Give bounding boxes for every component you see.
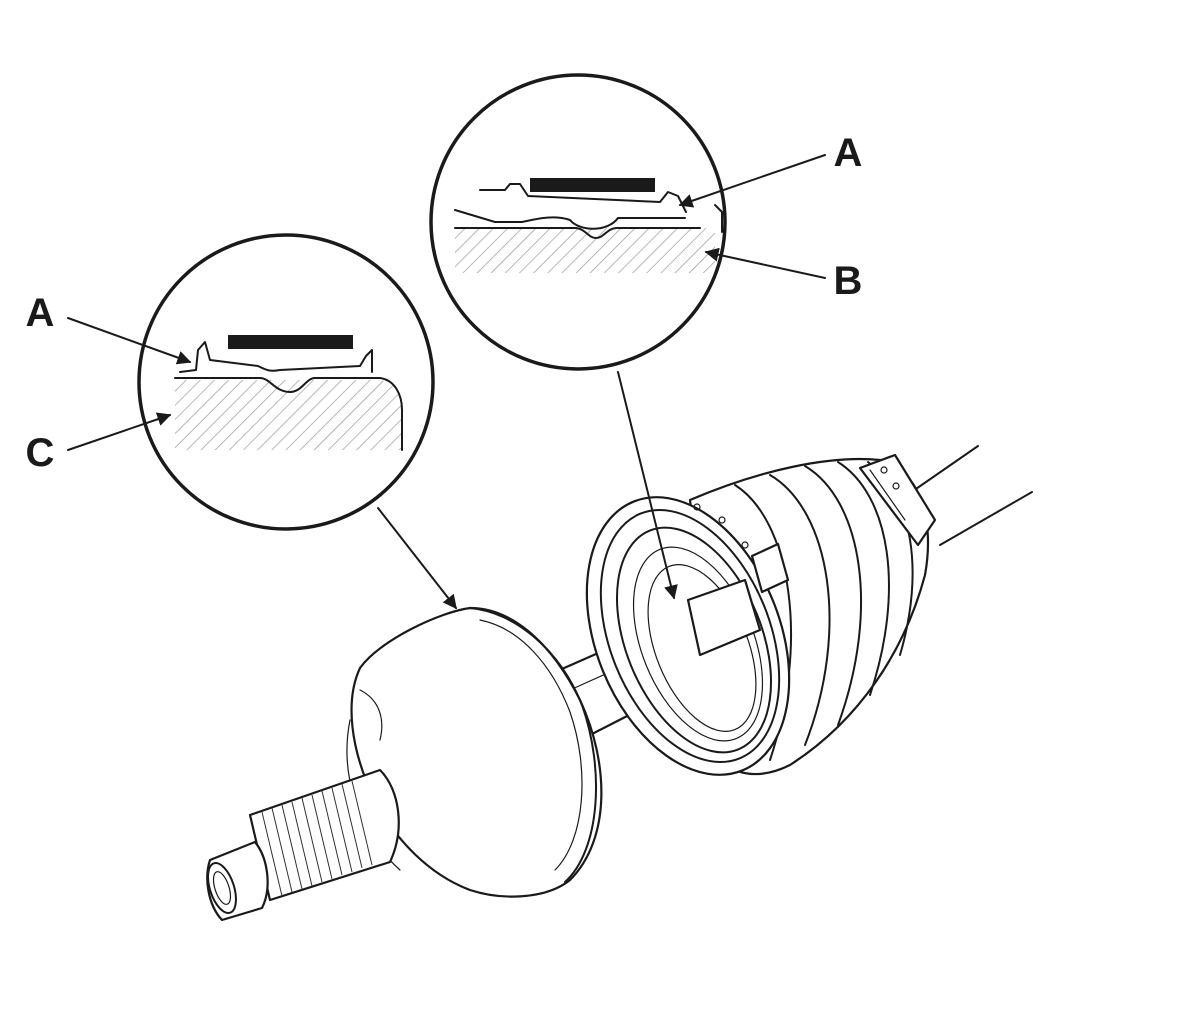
housing-section-hatched (175, 380, 402, 450)
callout-label-b: B (834, 259, 863, 303)
boot-large-end-with-clamp (585, 496, 791, 776)
pointer-top-to-boot-end (617, 371, 678, 600)
shaft-section-hatched (455, 228, 715, 273)
leader-top-a (678, 154, 826, 208)
splined-stub-shaft (206, 768, 400, 922)
leader-top-b (704, 247, 826, 279)
callout-label-a-left: A (26, 291, 55, 335)
cv-joint-housing (346, 606, 603, 898)
callout-label-c: C (26, 431, 55, 475)
clamp-band-section (530, 178, 655, 192)
clamp-band-section (228, 335, 353, 349)
callout-leaders (67, 154, 826, 610)
detail-circle-outboard-clamp (137, 233, 435, 531)
detail-circle-inboard-clamp (429, 73, 727, 371)
callout-label-a-top: A (834, 131, 863, 175)
spline-ridges (261, 780, 373, 897)
leader-left-a (67, 317, 192, 365)
leader-left-c (67, 412, 172, 451)
pointer-left-to-housing (377, 507, 457, 610)
